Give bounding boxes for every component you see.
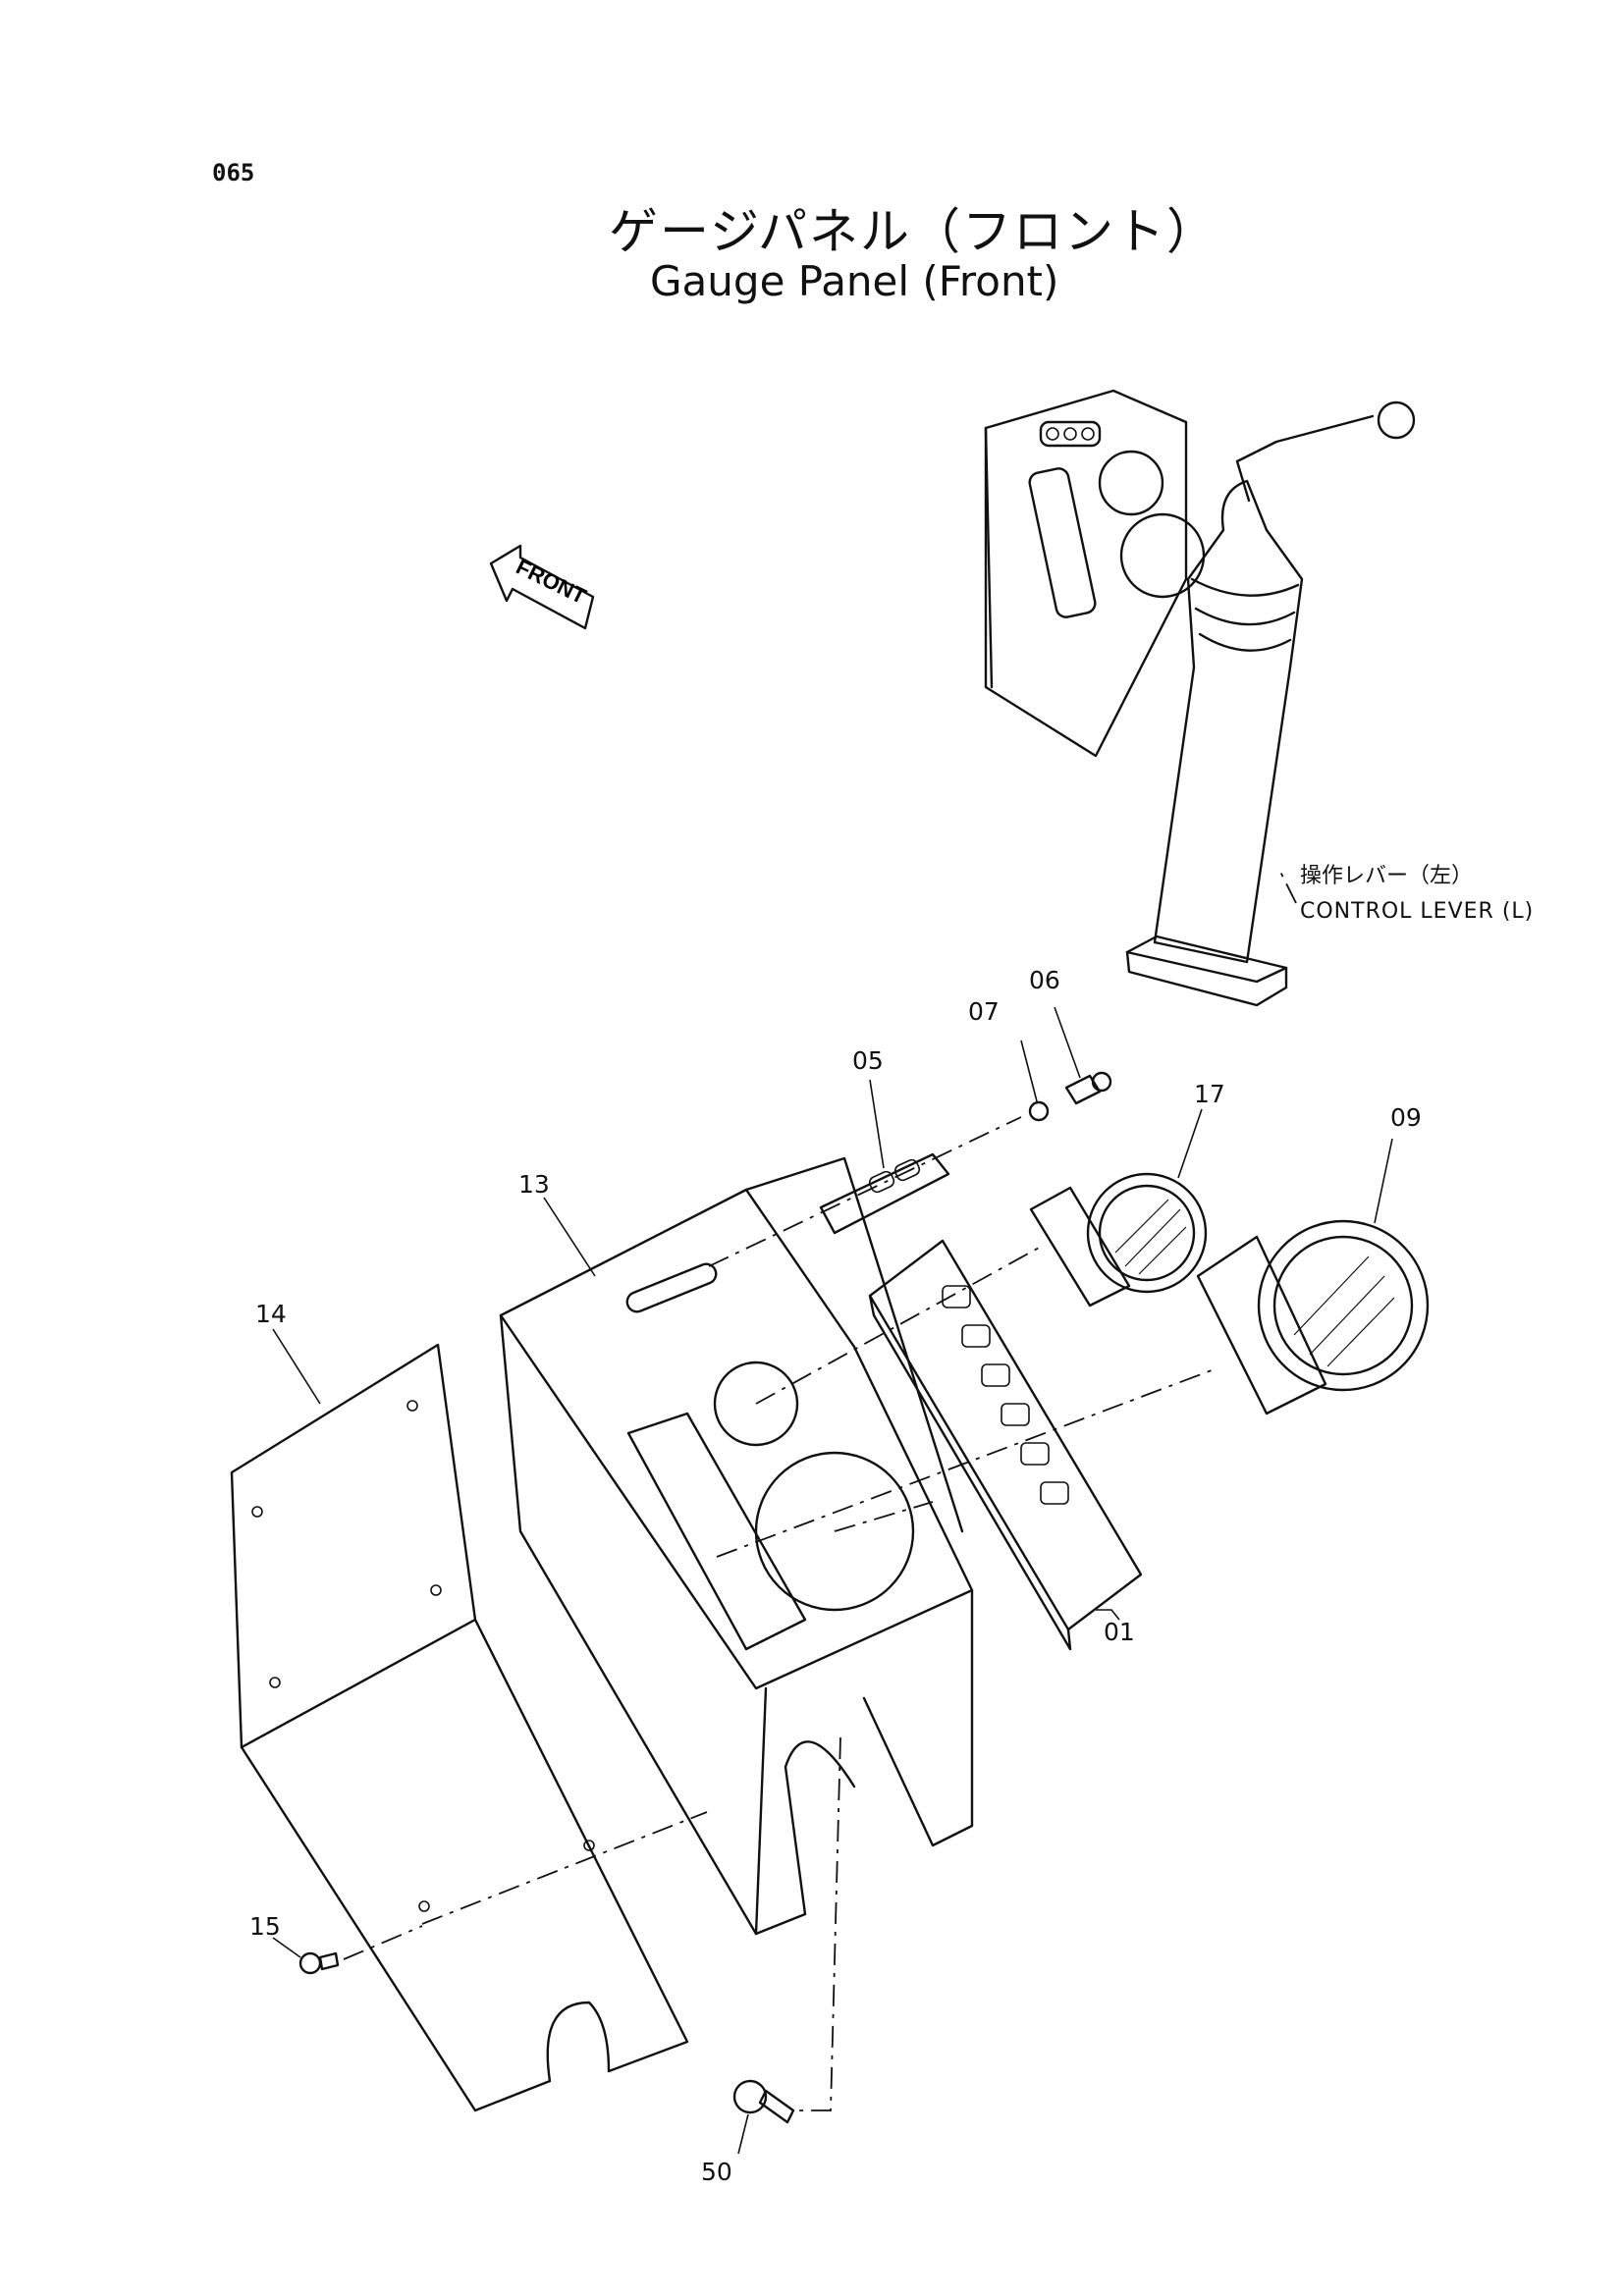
page-title-jp: ゲージパネル（フロント） xyxy=(609,203,1217,260)
front-arrow: FRONT xyxy=(489,544,595,630)
leader-lines xyxy=(272,1006,1393,2155)
part-label-15: 15 xyxy=(249,1912,281,1941)
washer-07 xyxy=(1028,1100,1050,1122)
control-lever-label-en: CONTROL LEVER (L) xyxy=(1300,899,1535,924)
part-label-13: 13 xyxy=(518,1170,550,1199)
bolt-50 xyxy=(732,2079,795,2124)
control-lever-assembly xyxy=(984,389,1416,1007)
part-label-09: 09 xyxy=(1390,1103,1422,1132)
part-label-01: 01 xyxy=(1104,1618,1135,1646)
screw-15 xyxy=(298,1951,340,1975)
front-arrow-label: FRONT xyxy=(513,554,591,609)
part-label-14: 14 xyxy=(255,1300,287,1328)
indicator-panel-01 xyxy=(868,1239,1143,1651)
cover-plate-14 xyxy=(230,1343,689,2112)
part-label-06: 06 xyxy=(1029,966,1060,994)
part-label-17: 17 xyxy=(1194,1080,1225,1108)
switch-05 xyxy=(819,1152,950,1235)
gauge-17 xyxy=(1029,1172,1208,1308)
page-number: 065 xyxy=(212,159,255,187)
screw-06 xyxy=(1064,1071,1112,1105)
gauge-09 xyxy=(1196,1219,1430,1415)
page-title-en: Gauge Panel (Front) xyxy=(650,257,1059,305)
part-label-07: 07 xyxy=(968,997,1000,1026)
panel-box-13 xyxy=(499,1156,974,1936)
control-lever-label-jp: 操作レバー（左） xyxy=(1300,864,1474,888)
assembly-lines xyxy=(343,867,1297,2111)
part-label-05: 05 xyxy=(852,1046,884,1075)
part-label-50: 50 xyxy=(701,2158,732,2186)
